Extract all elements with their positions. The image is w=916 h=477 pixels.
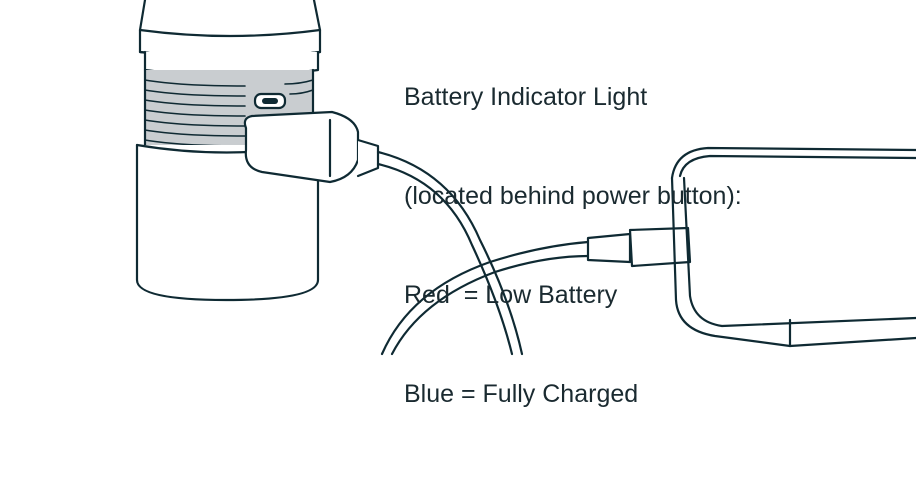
caption-line-title: Battery Indicator Light <box>404 83 648 111</box>
caption-line-blue: Blue = Fully Charged <box>404 380 639 408</box>
caption-line-red: Red = Low Battery <box>404 281 618 309</box>
battery-indicator-caption: Battery Indicator Light (located behind … <box>404 15 742 477</box>
charging-diagram: Battery Indicator Light (located behind … <box>135 0 916 408</box>
usb-plug-icon <box>243 110 380 184</box>
illustration <box>135 0 916 356</box>
thread-rings <box>144 79 314 147</box>
usb-cable-icon <box>376 150 590 356</box>
power-bank-icon <box>670 146 916 348</box>
caption-line-location: (located behind power button): <box>404 182 742 210</box>
